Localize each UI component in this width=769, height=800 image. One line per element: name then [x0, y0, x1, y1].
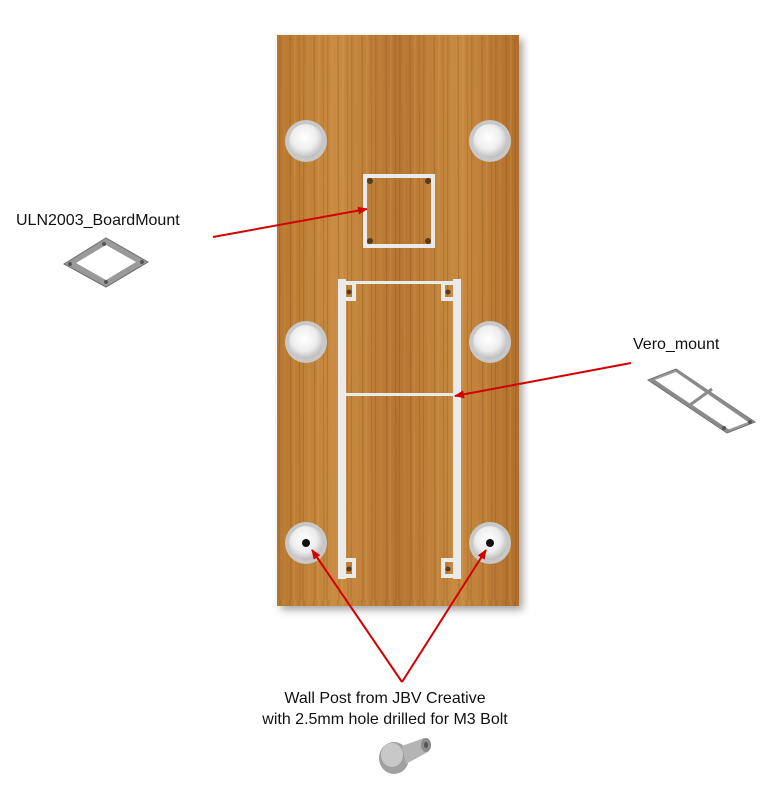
vero-mount-frame	[338, 279, 461, 579]
vero-mount-holes	[346, 289, 451, 572]
wood-board	[277, 35, 519, 606]
arrow-to-wall-post-left	[311, 549, 403, 683]
wall-post-mid-right	[469, 321, 511, 363]
vero-mount-part-icon	[646, 368, 757, 434]
wall-post-bottom-right	[469, 522, 511, 564]
arrow-to-board-mount	[212, 206, 368, 238]
wall-post-mid-left	[285, 321, 327, 363]
arrow-to-wall-post-right	[401, 549, 487, 683]
board-mount-label: ULN2003_BoardMount	[16, 212, 180, 229]
wall-post-label-line2: with 2.5mm hole drilled for M3 Bolt	[262, 711, 508, 728]
wall-post-top-left	[285, 120, 327, 162]
uln2003-board-mount-part-icon	[63, 237, 149, 288]
vero-mount-label: Vero_mount	[633, 336, 720, 353]
wall-post-top-right	[469, 120, 511, 162]
wall-post-part-icon	[379, 738, 431, 774]
wall-post-bottom-left	[285, 522, 327, 564]
wall-post-label: Wall Post from JBV Creative with 2.5mm h…	[200, 688, 570, 730]
wall-post-label-line1: Wall Post from JBV Creative	[284, 690, 486, 707]
arrow-to-vero-mount	[454, 362, 632, 399]
